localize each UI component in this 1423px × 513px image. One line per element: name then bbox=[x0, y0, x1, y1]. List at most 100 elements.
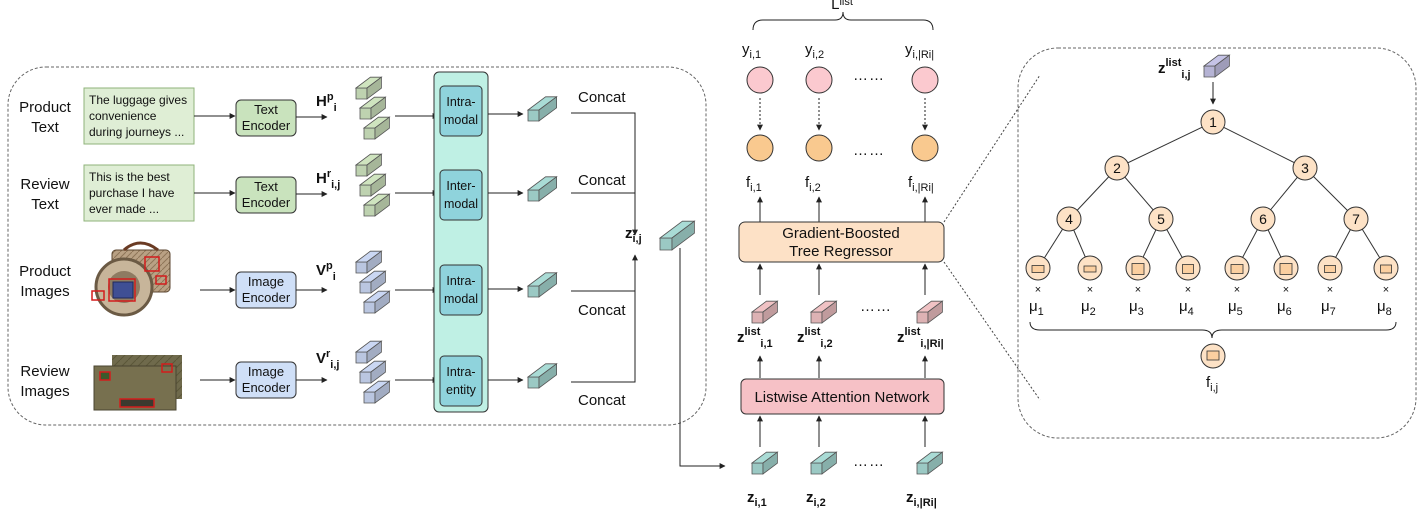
concat-lines bbox=[571, 112, 638, 383]
modality-vector-2 bbox=[526, 176, 558, 202]
leaf-times: × bbox=[1087, 284, 1093, 296]
leaf-times: × bbox=[1185, 284, 1191, 296]
score-node-1 bbox=[746, 134, 774, 162]
feature-stack-Vr-cube-1 bbox=[354, 340, 383, 364]
score-nodes bbox=[746, 134, 939, 162]
feature-stack-Vr-cube-2 bbox=[358, 360, 387, 384]
feature-stack-Vp-cube-3 bbox=[362, 290, 391, 314]
leaf-times: × bbox=[1283, 284, 1289, 296]
attn-output-cube-3 bbox=[915, 300, 944, 324]
feature-label-Vp: Vpi bbox=[316, 260, 336, 283]
output-dotted-links bbox=[757, 98, 928, 131]
tree-leaf-8: ×μ8 bbox=[1373, 255, 1399, 318]
feature-label-Hr: Hri,j bbox=[316, 168, 340, 191]
attn-output-label-2: zlisti,2 bbox=[797, 326, 833, 350]
score-node-n bbox=[911, 134, 939, 162]
svg-text:Inter-modal: Inter-modal bbox=[444, 179, 478, 211]
leaf-weight-label: μ1 bbox=[1029, 298, 1044, 318]
modality-vector-4 bbox=[526, 362, 558, 389]
fused-vector-cube bbox=[658, 220, 696, 251]
attn-output-label-n: zlisti,|Ri| bbox=[897, 326, 944, 350]
fused-to-ranking-line bbox=[679, 248, 726, 469]
tree-leaf-2: × μ2 bbox=[1077, 255, 1103, 318]
ranking-input-cube-3 bbox=[915, 451, 944, 475]
output-node-2 bbox=[805, 66, 833, 94]
tree-leaf-5: ×μ5 bbox=[1224, 255, 1250, 318]
concat-label-2: Concat bbox=[578, 172, 626, 189]
leaf-times: × bbox=[1327, 284, 1333, 296]
attn-output-label-1: zlisti,1 bbox=[737, 326, 773, 350]
tree-output-label: fi,j bbox=[1206, 374, 1218, 394]
feature-stack-Vp bbox=[354, 250, 391, 314]
feature-stack-Hp-cube-3 bbox=[362, 116, 391, 140]
tree-input-vector bbox=[1202, 54, 1231, 78]
output-node-1 bbox=[746, 66, 774, 94]
tree-leaf-7: ×μ7 bbox=[1317, 255, 1343, 318]
feature-stack-Vr-cube-3 bbox=[362, 380, 391, 404]
output-label-n: yi,|Ri| bbox=[905, 41, 934, 61]
feature-stack-Hr-cube-3 bbox=[362, 193, 391, 217]
output-label-1: yi,1 bbox=[742, 41, 761, 61]
loss-brace bbox=[752, 11, 934, 31]
svg-text:Intra-entity: Intra-entity bbox=[446, 365, 477, 397]
tree-edge-1 bbox=[1116, 121, 1214, 169]
tree-leaf-3: ×μ3 bbox=[1125, 255, 1151, 318]
intra-modal-module-1: Intra-modal bbox=[439, 85, 483, 137]
output-label-2: yi,2 bbox=[805, 41, 824, 61]
input-label-1: zi,1 bbox=[747, 489, 767, 509]
tree-output-node bbox=[1200, 343, 1226, 369]
score-label-2: fi,2 bbox=[805, 174, 821, 194]
score-node-2 bbox=[805, 134, 833, 162]
leaf-weight-label: μ2 bbox=[1081, 298, 1096, 318]
tree-node-label: 6 bbox=[1259, 211, 1267, 227]
modality-vectors bbox=[526, 96, 558, 389]
tree-node-1: 1 bbox=[1200, 109, 1226, 135]
attn-output-cube-1 bbox=[750, 300, 779, 324]
feature-label-Hp: Hpi bbox=[316, 91, 337, 114]
svg-text:Listwise Attention Network: Listwise Attention Network bbox=[754, 389, 930, 406]
fused-vector bbox=[658, 220, 696, 251]
concat-label-1: Concat bbox=[578, 89, 626, 106]
feature-label-Vr: Vri,j bbox=[316, 348, 339, 371]
modality-vector-1 bbox=[526, 96, 558, 122]
tree-input-label: zlisti,j bbox=[1158, 57, 1191, 81]
attention-module-column bbox=[433, 71, 489, 413]
concat-label-3: Concat bbox=[578, 302, 626, 319]
feature-stack-Vp-cube-1 bbox=[354, 250, 383, 274]
output-node-n bbox=[911, 66, 939, 94]
leaf-weight-label: μ6 bbox=[1277, 298, 1292, 318]
attn-output-cube-2 bbox=[809, 300, 838, 324]
feature-stack-Vr bbox=[354, 340, 391, 404]
leaf-weight-label: μ5 bbox=[1228, 298, 1243, 318]
tree-node-label: 3 bbox=[1301, 160, 1309, 176]
tree-node-label: 5 bbox=[1157, 211, 1165, 227]
feature-stack-Hr-cube-2 bbox=[358, 173, 387, 197]
ranking-input-cube-1 bbox=[750, 451, 779, 475]
input-ellipsis: …… bbox=[853, 453, 885, 470]
score-ellipsis: …… bbox=[853, 142, 885, 159]
attn-ellipsis: …… bbox=[860, 298, 892, 315]
tree-node-7: 7 bbox=[1343, 206, 1369, 232]
loss-label: Llist bbox=[831, 0, 853, 13]
input-label-n: zi,|Ri| bbox=[906, 489, 937, 509]
concat-label-4: Concat bbox=[578, 392, 626, 409]
tree-leaf-1: ×μ1 bbox=[1025, 255, 1051, 318]
feature-stack-Hp bbox=[354, 76, 391, 140]
feature-stack-Hr-cube-1 bbox=[354, 153, 383, 177]
output-nodes bbox=[746, 66, 939, 94]
